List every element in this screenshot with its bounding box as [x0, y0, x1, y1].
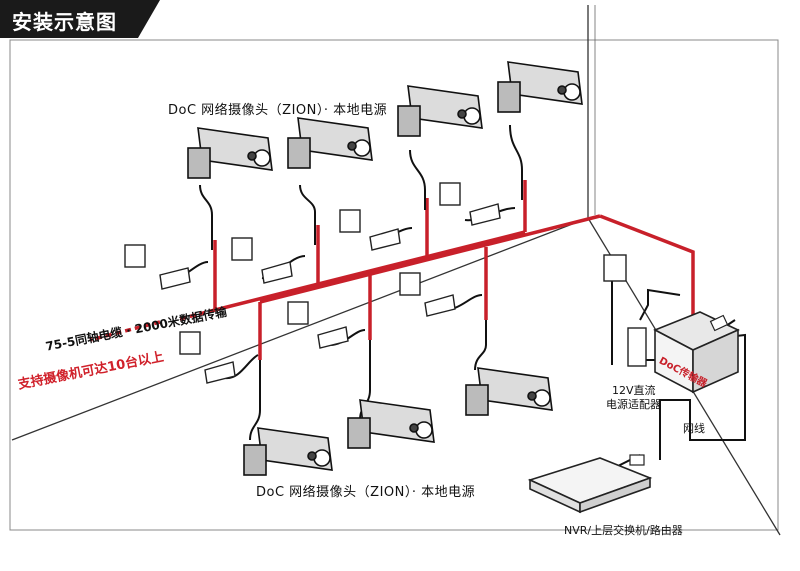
nvr-box	[527, 457, 653, 514]
wall-sockets	[124, 182, 627, 355]
camera-4	[497, 61, 583, 113]
camera-2	[287, 117, 373, 169]
camera-bottom-label: DoC 网络摄像头（ZION）· 本地电源	[256, 485, 476, 500]
camera-1	[187, 127, 273, 179]
adapter-label-line1: 12V直流	[612, 384, 656, 397]
camera-drop-cables	[164, 124, 746, 471]
camera-7	[465, 367, 553, 416]
page-title: 安装示意图	[12, 10, 117, 34]
nvr-label: NVR/上层交换机/路由器	[564, 524, 683, 537]
title-banner-shape	[0, 0, 160, 38]
camera-top-label: DoC 网络摄像头（ZION）· 本地电源	[168, 103, 388, 118]
network-cable-label: 网线	[683, 422, 705, 435]
power-bricks	[159, 203, 647, 384]
camera-3	[397, 85, 483, 137]
cameras	[187, 61, 583, 476]
title-banner: 安装示意图	[0, 0, 160, 38]
room-walls	[9, 5, 781, 536]
adapter-label-line2: 电源适配器	[606, 398, 661, 411]
camera-5	[243, 427, 333, 476]
rj45-plugs	[629, 314, 729, 466]
coax-cables	[89, 180, 695, 360]
camera-6	[347, 399, 435, 449]
